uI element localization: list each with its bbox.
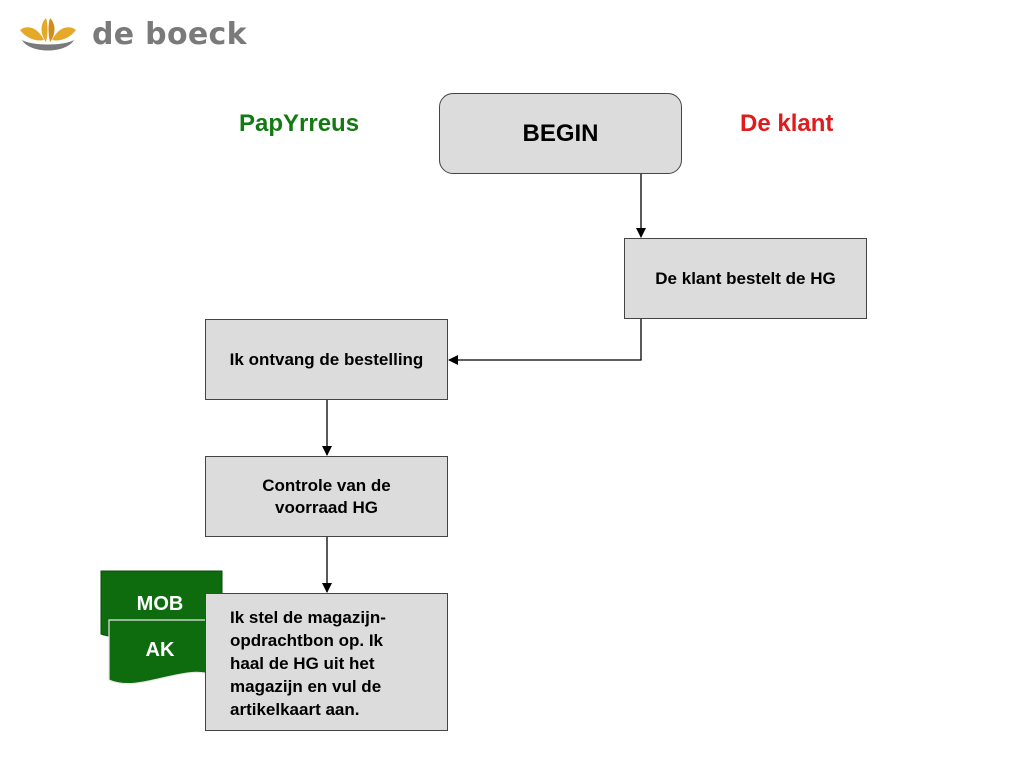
document-ak: AK — [108, 619, 215, 685]
step-customer-orders: De klant bestelt de HG — [624, 238, 867, 319]
begin-label: BEGIN — [522, 119, 599, 147]
logo-leaf-icon — [20, 18, 76, 51]
begin-node: BEGIN — [439, 93, 682, 174]
document-ak-label: AK — [146, 639, 175, 661]
lane-label-papyrreus: PapYrreus — [239, 110, 360, 137]
logo: de boeck — [16, 14, 247, 54]
step-customer-orders-label: De klant bestelt de HG — [655, 268, 836, 288]
step-prepare-order-label: Ik stel de magazijn-opdrachtbon op. Ik h… — [230, 608, 386, 719]
step-check-stock-label: Controle van de voorraad HG — [262, 475, 391, 517]
step-receive-order: Ik ontvang de bestelling — [205, 319, 448, 400]
logo-text: de boeck — [92, 16, 247, 52]
document-mob-label: MOB — [137, 593, 184, 615]
step-prepare-order: Ik stel de magazijn-opdrachtbon op. Ik h… — [205, 593, 448, 731]
step-check-stock: Controle van de voorraad HG — [205, 456, 448, 537]
arrow-order-to-receive — [448, 319, 642, 365]
lane-label-de-klant: De klant — [740, 110, 834, 137]
step-receive-order-label: Ik ontvang de bestelling — [229, 349, 424, 369]
